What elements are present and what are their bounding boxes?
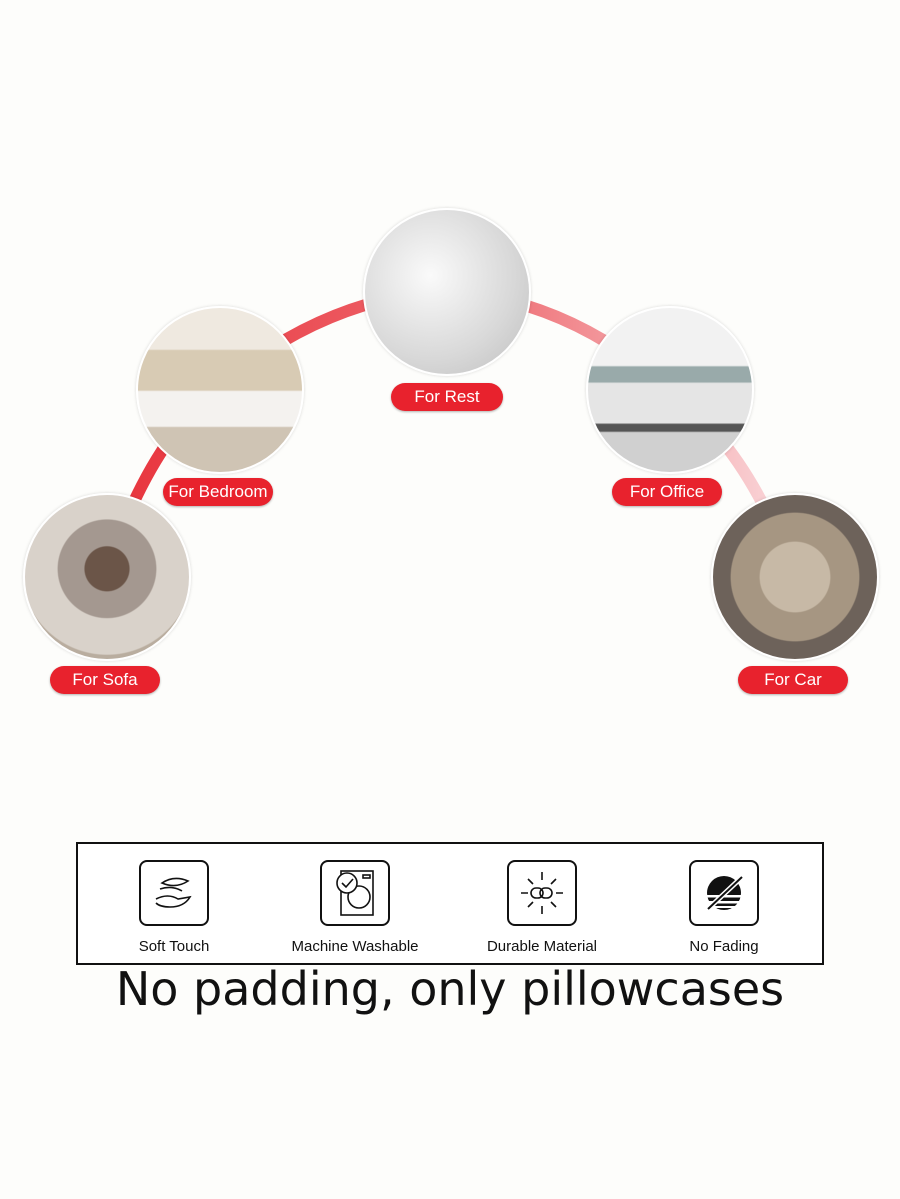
office-photo bbox=[586, 306, 754, 474]
feature-machine-washable: Machine Washable bbox=[265, 860, 445, 955]
use-label-office: For Office bbox=[612, 478, 722, 506]
tagline: No padding, only pillowcases bbox=[115, 962, 785, 1016]
use-label-bedroom: For Bedroom bbox=[163, 478, 273, 506]
sofa-photo bbox=[23, 493, 191, 661]
features-box: Soft Touch Machine Washable Durable Mate… bbox=[76, 842, 824, 965]
washing-machine-icon bbox=[320, 860, 390, 926]
use-label-car: For Car bbox=[738, 666, 848, 694]
use-label-sofa: For Sofa bbox=[50, 666, 160, 694]
car-seat-photo bbox=[711, 493, 879, 661]
feature-soft-touch: Soft Touch bbox=[84, 860, 264, 955]
no-fading-icon bbox=[689, 860, 759, 926]
chain-link-icon bbox=[507, 860, 577, 926]
feather-hand-icon bbox=[139, 860, 209, 926]
feature-durable-material: Durable Material bbox=[452, 860, 632, 955]
use-label-rest: For Rest bbox=[391, 383, 503, 411]
bedroom-photo bbox=[136, 306, 304, 474]
feature-no-fading: No Fading bbox=[634, 860, 814, 955]
pillows-photo bbox=[363, 208, 531, 376]
